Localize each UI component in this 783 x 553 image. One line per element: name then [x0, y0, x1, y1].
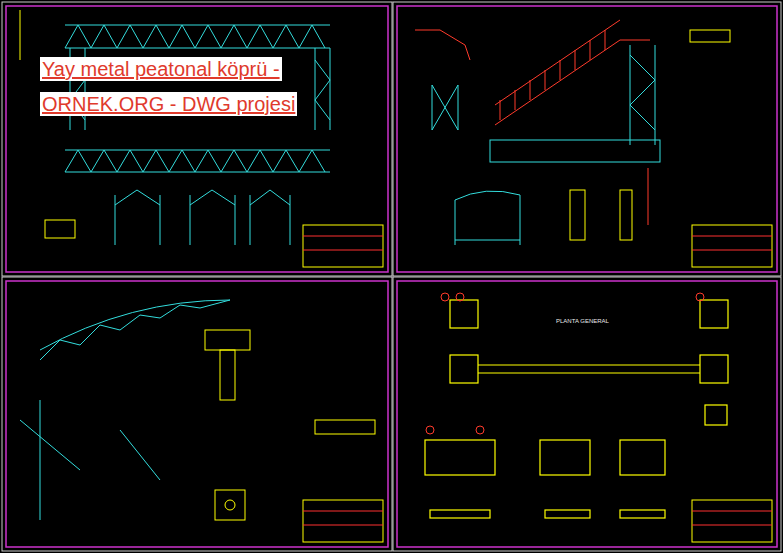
watermark: ORNEK.ORG - DWG projesi [40, 92, 297, 116]
drawing-title: PLANTA GENERAL [555, 318, 610, 325]
watermark: Yay metal peatonal köprü - [40, 57, 282, 81]
